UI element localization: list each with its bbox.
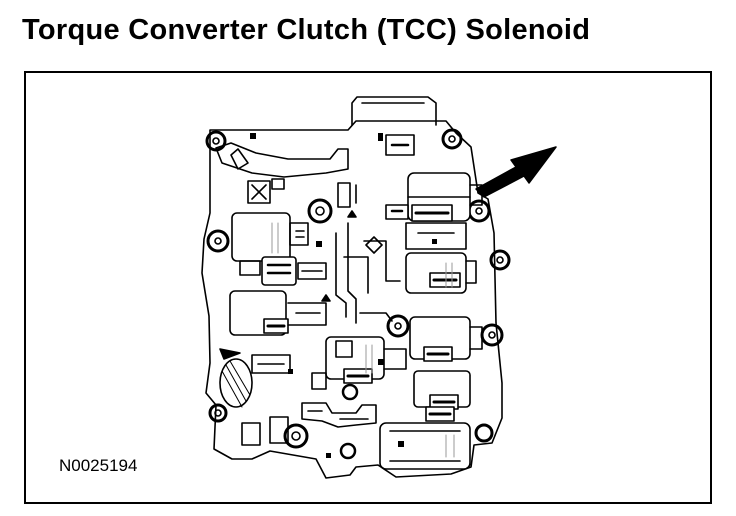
bottom-duct	[301, 402, 377, 428]
tcc-solenoid	[385, 172, 483, 222]
figure-frame: N0025194	[24, 71, 712, 504]
right-solenoid-stack	[409, 316, 471, 410]
spring-gear	[219, 348, 253, 408]
bolt-heads	[250, 133, 437, 458]
figure-id: N0025194	[59, 456, 138, 475]
arrow-pointer-icon	[475, 146, 557, 198]
upper-left-solenoid	[231, 212, 309, 262]
lower-middle-solenoid	[325, 336, 385, 384]
page-title: Torque Converter Clutch (TCC) Solenoid	[22, 14, 591, 46]
mounting-bosses	[205, 128, 511, 460]
left-shaft	[215, 142, 349, 178]
centre-right-solenoid	[405, 252, 477, 294]
bottom-right-solenoid	[379, 406, 471, 470]
top-bracket	[351, 96, 437, 126]
mid-left-solenoid	[229, 290, 289, 336]
valve-body-illustration	[201, 96, 557, 479]
